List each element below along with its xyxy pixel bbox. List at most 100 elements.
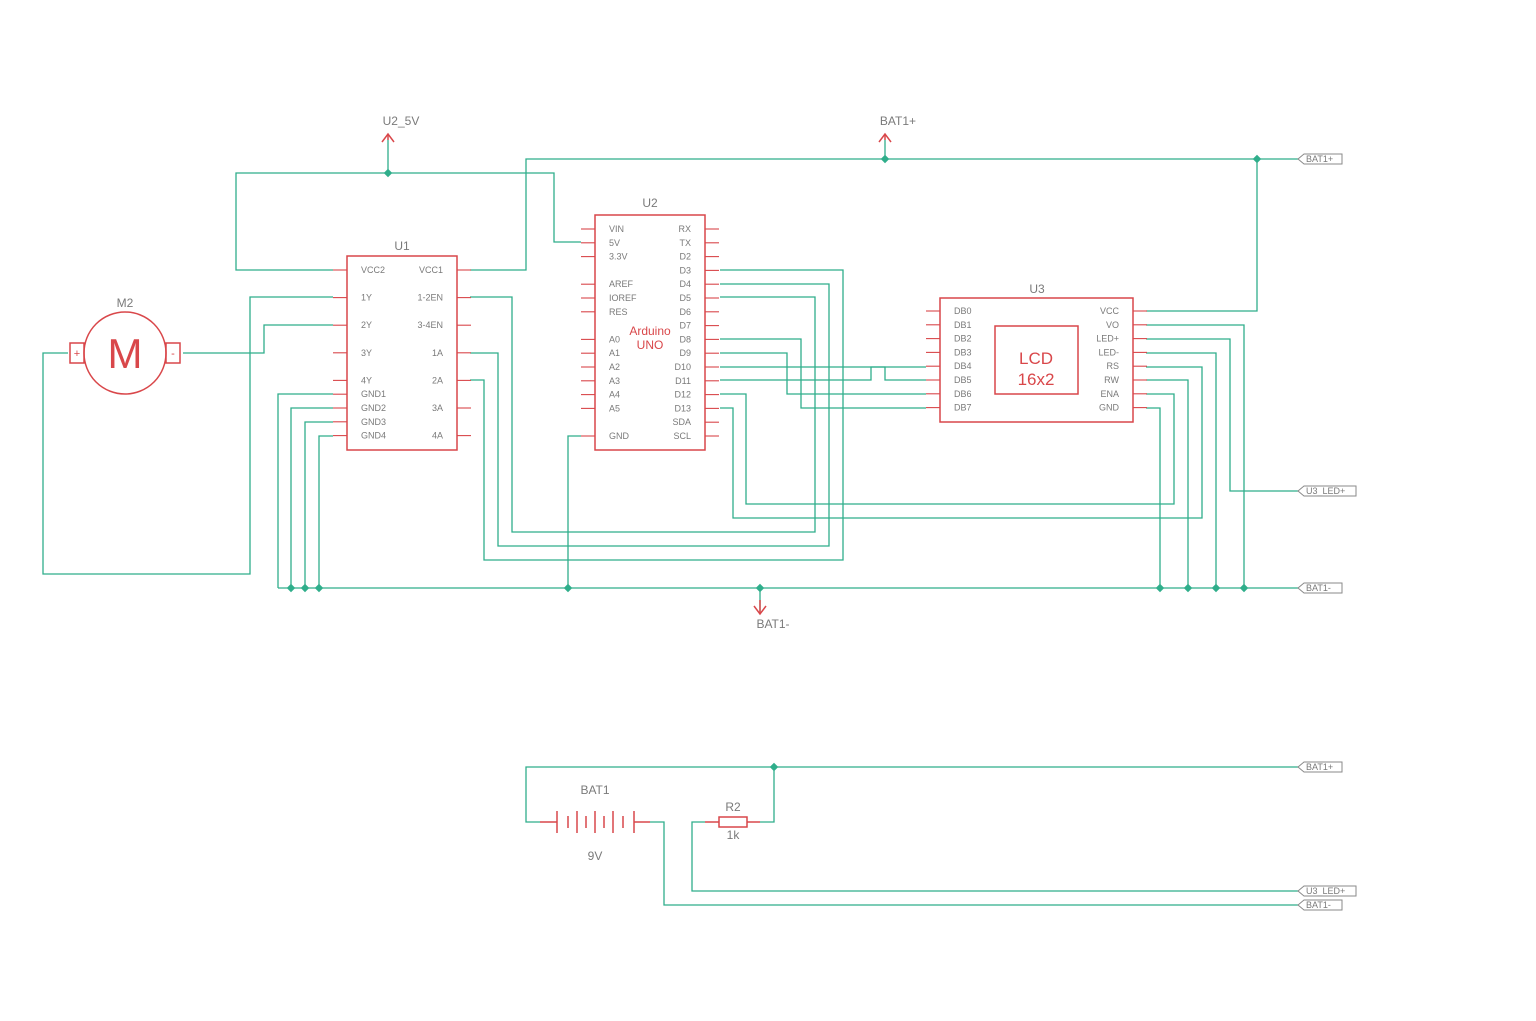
wire-u2-gnd[interactable] bbox=[567, 435, 581, 588]
u1-ref: U1 bbox=[394, 239, 410, 253]
wire-lcd-vcc[interactable] bbox=[1146, 159, 1258, 312]
wire-u1-gnd2[interactable] bbox=[290, 407, 333, 588]
power-bat-minus[interactable]: BAT1- bbox=[753, 600, 790, 631]
component-bat1[interactable]: BAT1 9V bbox=[540, 783, 650, 863]
junction-dot bbox=[880, 154, 890, 164]
pin-label: 2A bbox=[432, 375, 443, 385]
power-u2-5v[interactable]: U2_5V bbox=[381, 114, 419, 143]
wire-bat-pos[interactable] bbox=[525, 766, 1298, 823]
pin-label: 1A bbox=[432, 348, 443, 358]
component-m2[interactable]: M2 M + - bbox=[69, 296, 181, 395]
pin-label: D11 bbox=[675, 376, 691, 386]
wire-d10-db5[interactable] bbox=[720, 366, 926, 381]
pin-label: DB0 bbox=[954, 306, 972, 316]
wire-lcd-rw[interactable] bbox=[1146, 379, 1189, 588]
wire-d13-rs[interactable] bbox=[720, 366, 1203, 519]
pin-label: 3Y bbox=[361, 348, 372, 358]
m2-plus-sign: + bbox=[74, 348, 80, 360]
wire-d11-db4[interactable] bbox=[720, 366, 926, 381]
wire-lcd-vo[interactable] bbox=[1146, 324, 1245, 588]
net-flag-bat-minus-top[interactable]: BAT1- bbox=[1297, 582, 1343, 594]
net-flag-shape bbox=[1297, 582, 1343, 594]
wire-r2-right[interactable] bbox=[760, 767, 775, 823]
power-label-bat-plus: BAT1+ bbox=[880, 114, 916, 128]
r2-ref: R2 bbox=[725, 800, 741, 814]
wire-r2-left[interactable] bbox=[691, 821, 1298, 892]
net-flag-shape bbox=[1297, 761, 1343, 773]
pin-label: 2Y bbox=[361, 320, 372, 330]
wire-2a-d3[interactable] bbox=[470, 269, 844, 561]
pin-label: D13 bbox=[674, 403, 691, 413]
pin-label: 1-2EN bbox=[417, 293, 443, 303]
component-u2[interactable]: U2 Arduino UNO VIN5V3.3VAREFIOREFRESA0A1… bbox=[581, 196, 719, 451]
power-bat-plus[interactable]: BAT1+ bbox=[878, 114, 916, 143]
net-flag-bat-minus-bottom[interactable]: BAT1- bbox=[1297, 899, 1343, 911]
u2-label-line2: UNO bbox=[637, 338, 664, 352]
wire-lcd-led-plus[interactable] bbox=[1146, 338, 1298, 492]
net-flag-bat-plus-top[interactable]: BAT1+ bbox=[1297, 153, 1343, 165]
wire-lcd-led-minus[interactable] bbox=[1146, 352, 1217, 588]
pin-label: 1Y bbox=[361, 293, 372, 303]
wire-lcd-gnd[interactable] bbox=[1146, 407, 1161, 588]
u3-ref: U3 bbox=[1029, 282, 1045, 296]
u2-ref: U2 bbox=[642, 196, 658, 210]
pin-label: A3 bbox=[609, 376, 620, 386]
wire-d9-db6[interactable] bbox=[720, 352, 926, 395]
u3-label-line2: 16x2 bbox=[1018, 370, 1055, 389]
u3-label-line1: LCD bbox=[1019, 349, 1053, 368]
wire-bat-plus-top[interactable] bbox=[470, 158, 1298, 271]
u3-display-window bbox=[994, 325, 1079, 395]
pin-label: RS bbox=[1106, 361, 1119, 371]
pin-label: A4 bbox=[609, 390, 620, 400]
net-flag-bat-plus-bottom[interactable]: BAT1+ bbox=[1297, 761, 1343, 773]
u2-label-line1: Arduino bbox=[629, 324, 671, 338]
pin-label: D7 bbox=[679, 321, 691, 331]
pin-label: VIN bbox=[609, 224, 624, 234]
wire-motor-minus[interactable] bbox=[183, 324, 333, 354]
pin-label: D4 bbox=[679, 279, 691, 289]
net-flag-label: U3_LED+ bbox=[1306, 886, 1345, 896]
wire-u2-5v[interactable] bbox=[235, 172, 581, 271]
net-flag-u3-led-plus-top[interactable]: U3_LED+ bbox=[1297, 485, 1357, 497]
wire-u1-gnd4[interactable] bbox=[318, 435, 333, 588]
wire-u1-gnd3[interactable] bbox=[304, 421, 333, 588]
junction-dot bbox=[300, 583, 310, 593]
pin-label: DB5 bbox=[954, 375, 972, 385]
net-flag-shape bbox=[1297, 885, 1357, 897]
junction-dot bbox=[1211, 583, 1221, 593]
wire-1a-d4[interactable] bbox=[470, 283, 830, 547]
net-flag-label: BAT1+ bbox=[1306, 154, 1333, 164]
wire-d8-db7[interactable] bbox=[720, 338, 926, 409]
pin-label: D10 bbox=[674, 362, 691, 372]
wire-bat-neg[interactable] bbox=[650, 821, 1298, 906]
wires bbox=[42, 140, 1298, 906]
wire-en-d5[interactable] bbox=[470, 296, 816, 533]
wire-u1-gnd1[interactable] bbox=[277, 393, 333, 588]
pin-label: GND bbox=[1099, 403, 1120, 413]
pin-label: GND4 bbox=[361, 431, 386, 441]
r2-value: 1k bbox=[727, 828, 741, 842]
wire-d12-ena[interactable] bbox=[720, 393, 1175, 505]
wire-motor-plus[interactable] bbox=[42, 296, 333, 575]
junction-dot bbox=[314, 583, 324, 593]
pin-label: D8 bbox=[679, 334, 691, 344]
m2-minus-sign: - bbox=[171, 348, 175, 360]
pin-label: DB7 bbox=[954, 403, 972, 413]
pin-label: LED+ bbox=[1096, 334, 1119, 344]
pin-label: DB2 bbox=[954, 334, 972, 344]
net-flag-u3-led-plus-bottom[interactable]: U3_LED+ bbox=[1297, 885, 1357, 897]
m2-plus-terminal bbox=[69, 342, 85, 364]
junctions bbox=[286, 154, 1262, 772]
component-r2[interactable]: R2 1k bbox=[705, 800, 760, 842]
net-flag-label: BAT1- bbox=[1306, 900, 1331, 910]
pin-label: ENA bbox=[1100, 389, 1119, 399]
pin-label: D2 bbox=[679, 252, 691, 262]
pin-label: LED- bbox=[1098, 347, 1119, 357]
